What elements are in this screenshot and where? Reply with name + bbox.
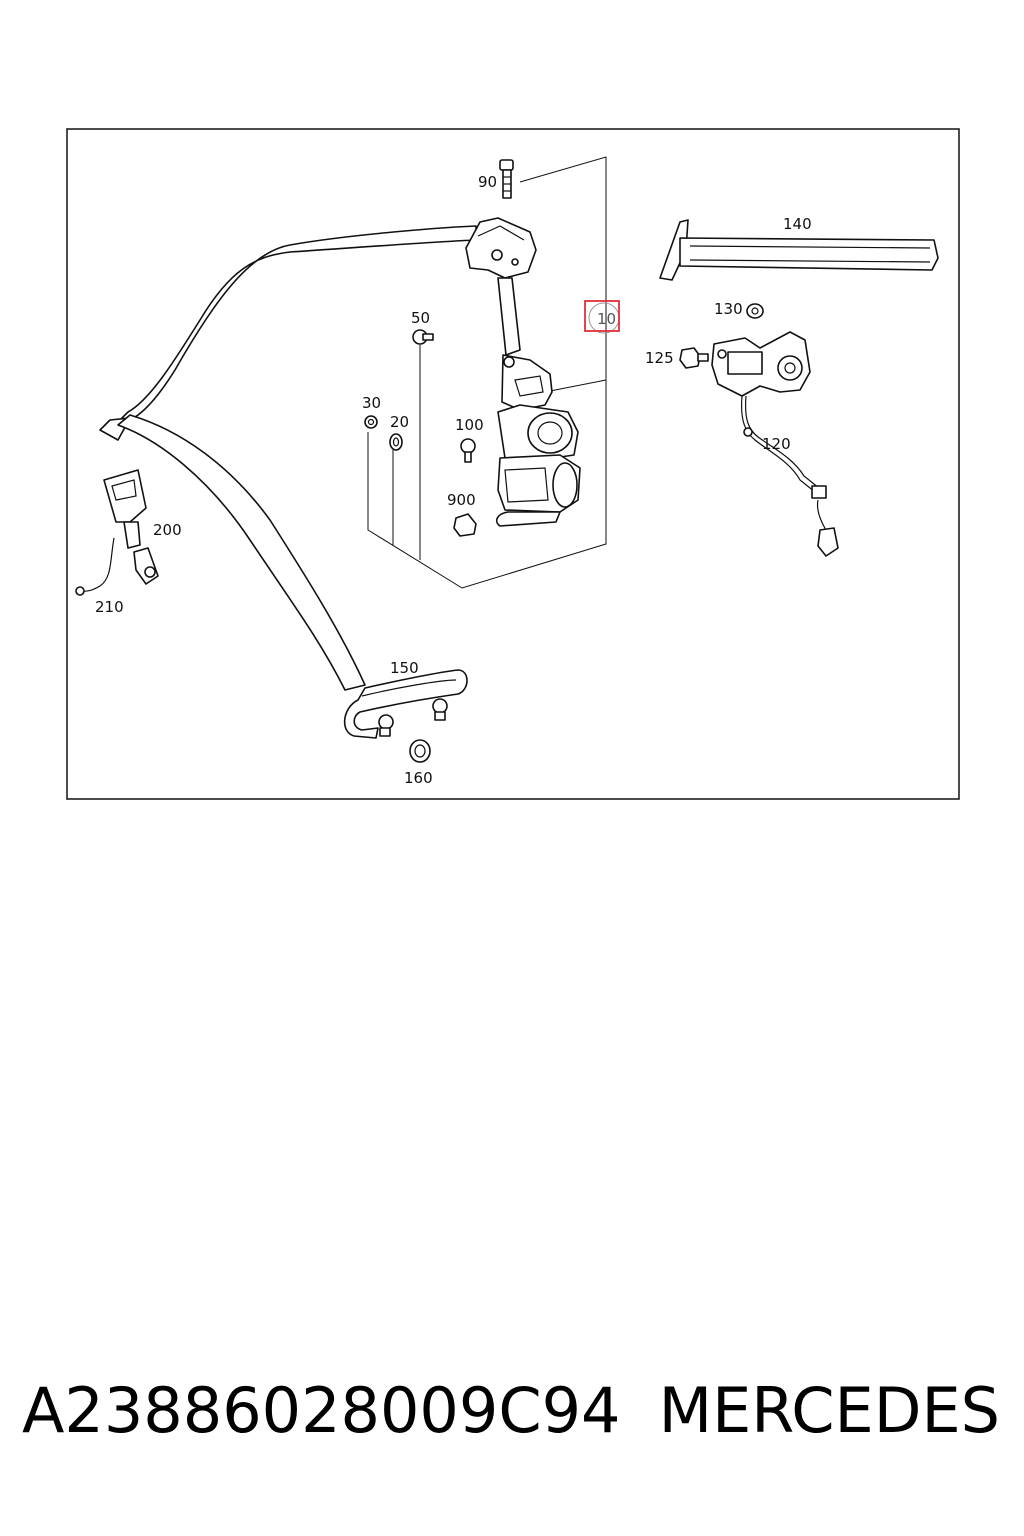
callout-150[interactable]: 150 <box>390 659 419 677</box>
diagram-frame <box>66 128 960 800</box>
belt-guide-upper <box>465 217 537 356</box>
trim-cover-140 <box>659 219 939 281</box>
bolt-100 <box>460 438 476 463</box>
callout-30[interactable]: 30 <box>362 394 381 412</box>
part-number-text: A23886028009C94 <box>22 1374 621 1447</box>
nut-30 <box>364 415 378 429</box>
callout-210[interactable]: 210 <box>95 598 124 616</box>
callout-120[interactable]: 120 <box>762 435 791 453</box>
anchor-bar-150 <box>343 669 468 739</box>
spacer-160 <box>409 739 431 763</box>
callout-20[interactable]: 20 <box>390 413 409 431</box>
bolt-50 <box>412 329 434 345</box>
belt-tensioner-120 <box>711 331 839 557</box>
callout-100[interactable]: 100 <box>455 416 484 434</box>
brand-text: MERCEDES <box>658 1374 1000 1447</box>
belt-retractor-10 <box>495 354 581 527</box>
callout-900[interactable]: 900 <box>447 491 476 509</box>
callout-90[interactable]: 90 <box>478 173 497 191</box>
callout-50[interactable]: 50 <box>411 309 430 327</box>
seat-belt-webbing <box>99 225 477 691</box>
callout-10[interactable]: 10 <box>597 310 616 328</box>
assembly-bracket-lines <box>367 156 607 589</box>
callout-10-highlight <box>584 300 620 334</box>
sensor-wire-210 <box>75 537 115 596</box>
belt-buckle-200 <box>103 469 159 585</box>
callout-125[interactable]: 125 <box>645 349 674 367</box>
bolt-90 <box>499 159 514 199</box>
washer-130 <box>746 303 764 319</box>
bolt-125 <box>679 347 709 369</box>
callout-200[interactable]: 200 <box>153 521 182 539</box>
callout-130[interactable]: 130 <box>714 300 743 318</box>
washer-20 <box>389 433 403 451</box>
callout-140[interactable]: 140 <box>783 215 812 233</box>
clip-900 <box>453 513 477 537</box>
callout-160[interactable]: 160 <box>404 769 433 787</box>
